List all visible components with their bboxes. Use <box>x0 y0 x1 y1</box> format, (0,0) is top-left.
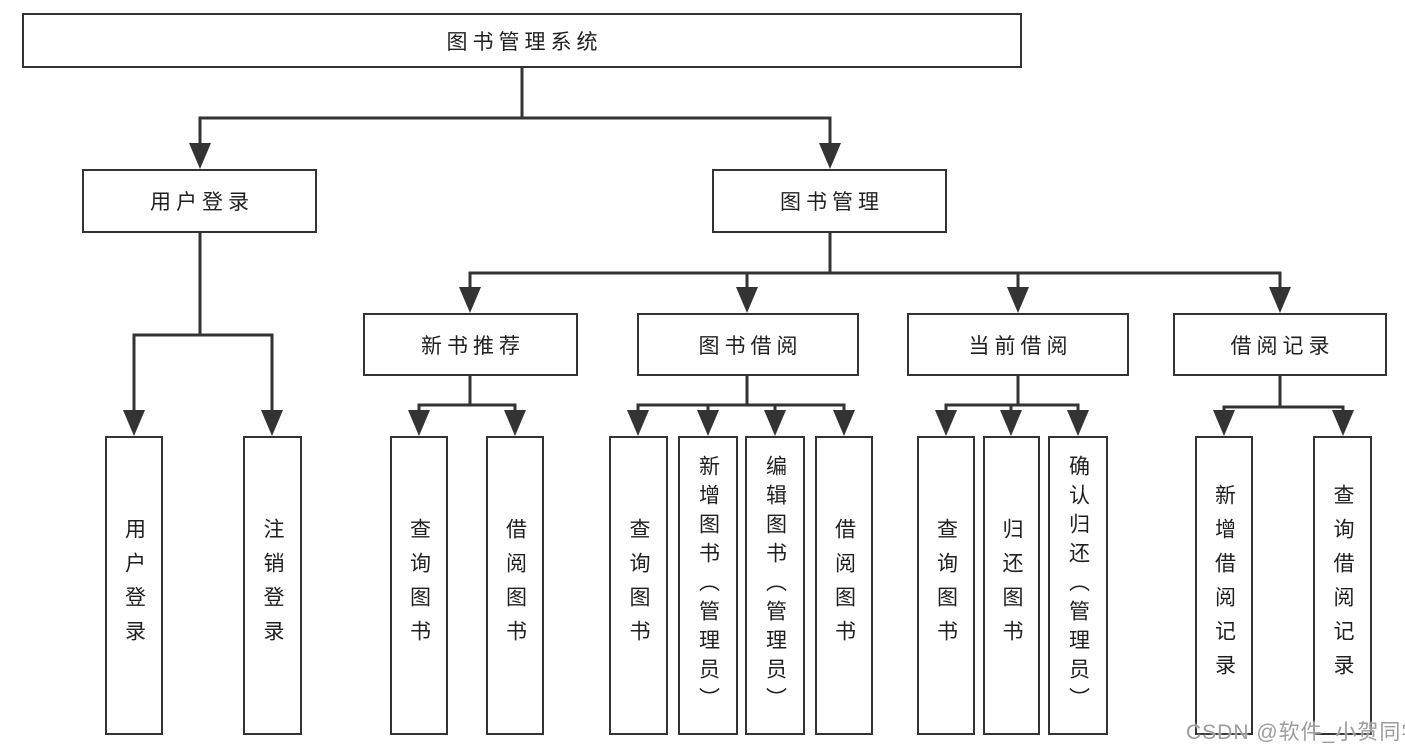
node-borrow-records: 借阅记录 <box>1173 313 1387 376</box>
leaf-current-confirm-admin: 确认归还（管理员） <box>1048 436 1108 735</box>
node-root: 图书管理系统 <box>22 13 1022 68</box>
leaf-borrow-borrow-label: 借阅图书 <box>832 517 856 654</box>
node-root-label: 图书管理系统 <box>446 30 603 54</box>
leaf-user-login-label: 用户登录 <box>122 517 146 654</box>
leaf-borrow-query: 查询图书 <box>609 436 668 735</box>
node-user-login-label: 用户登录 <box>150 191 254 214</box>
leaf-current-query: 查询图书 <box>917 436 975 735</box>
node-book-mgmt-label: 图书管理 <box>780 191 884 214</box>
leaf-borrow-add-admin: 新增图书（管理员） <box>678 436 738 735</box>
leaf-records-add: 新增借阅记录 <box>1195 436 1253 735</box>
leaf-newbooks-query: 查询图书 <box>390 436 448 735</box>
node-book-borrow-label: 图书借阅 <box>698 334 803 358</box>
node-new-books: 新书推荐 <box>363 313 578 376</box>
leaf-current-confirm-admin-label: 确认归还（管理员） <box>1066 455 1090 716</box>
node-current-borrow-label: 当前借阅 <box>968 334 1073 358</box>
node-user-login: 用户登录 <box>82 169 317 233</box>
leaf-logout: 注销登录 <box>243 436 302 735</box>
leaf-borrow-edit-admin: 编辑图书（管理员） <box>745 436 805 735</box>
leaf-current-query-label: 查询图书 <box>934 517 958 654</box>
watermark-text: CSDN @软件_小贺同学 <box>1186 721 1405 744</box>
leaf-user-login: 用户登录 <box>105 436 163 735</box>
leaf-borrow-edit-admin-label: 编辑图书（管理员） <box>763 455 787 716</box>
node-book-mgmt: 图书管理 <box>712 169 947 233</box>
leaf-records-query-label: 查询借阅记录 <box>1331 483 1354 688</box>
leaf-logout-label: 注销登录 <box>261 517 284 654</box>
leaf-borrow-query-label: 查询图书 <box>627 517 650 654</box>
leaf-records-query: 查询借阅记录 <box>1313 436 1372 735</box>
leaf-newbooks-borrow: 借阅图书 <box>486 436 544 735</box>
leaf-current-return-label: 归还图书 <box>1000 517 1023 654</box>
node-new-books-label: 新书推荐 <box>421 334 525 358</box>
leaf-borrow-borrow: 借阅图书 <box>815 436 873 735</box>
leaf-current-return: 归还图书 <box>983 436 1040 735</box>
node-book-borrow: 图书借阅 <box>637 313 859 376</box>
node-current-borrow: 当前借阅 <box>907 313 1129 376</box>
node-borrow-records-label: 借阅记录 <box>1230 334 1335 358</box>
leaf-borrow-add-admin-label: 新增图书（管理员） <box>696 455 720 716</box>
leaf-newbooks-borrow-label: 借阅图书 <box>503 517 527 654</box>
leaf-records-add-label: 新增借阅记录 <box>1212 483 1236 688</box>
leaf-newbooks-query-label: 查询图书 <box>407 517 431 654</box>
